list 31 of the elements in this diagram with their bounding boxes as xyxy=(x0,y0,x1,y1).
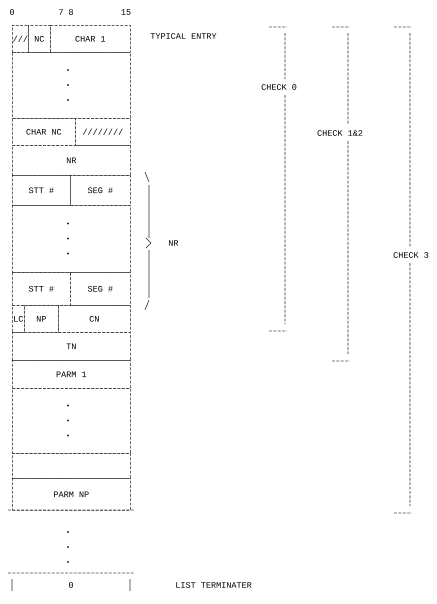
field-cell: PARM NP xyxy=(12,478,131,511)
field-cell: LC xyxy=(12,305,25,333)
field-cell: STT # xyxy=(12,272,71,306)
bit-number: 7 xyxy=(59,9,63,15)
bit-number: 15 xyxy=(122,9,131,15)
ellipsis-cell xyxy=(12,205,131,273)
ellipsis-cell xyxy=(12,388,131,454)
terminator-cell: 0 xyxy=(12,578,130,592)
field-cell: NR xyxy=(12,145,131,176)
field-cell: CN xyxy=(58,305,131,333)
field-cell: NP xyxy=(24,305,59,333)
field-cell: /// xyxy=(12,25,29,53)
empty-cell xyxy=(12,453,131,479)
range-label: CHECK 0 xyxy=(262,84,296,90)
field-cell: NC xyxy=(28,25,51,53)
field-cell: TN xyxy=(12,332,131,361)
range-label: CHECK 3 xyxy=(394,252,428,258)
ellipsis-cell xyxy=(12,52,131,119)
bit-number: 0 xyxy=(10,9,14,15)
entry-label: TYPICAL ENTRY xyxy=(150,33,216,39)
field-cell: CHAR 1 xyxy=(50,25,131,53)
field-cell: STT # xyxy=(12,175,71,206)
bracket-label: NR xyxy=(168,240,178,246)
field-cell: CHAR NC xyxy=(12,118,76,146)
field-cell: SEG # xyxy=(70,175,131,206)
field-cell: PARM 1 xyxy=(12,360,131,389)
terminator-label: LIST TERMINATER xyxy=(176,582,252,588)
field-cell: //////// xyxy=(75,118,131,146)
range-label: CHECK 1&2 xyxy=(318,130,362,136)
bit-number: 8 xyxy=(69,9,73,15)
field-cell: SEG # xyxy=(70,272,131,306)
